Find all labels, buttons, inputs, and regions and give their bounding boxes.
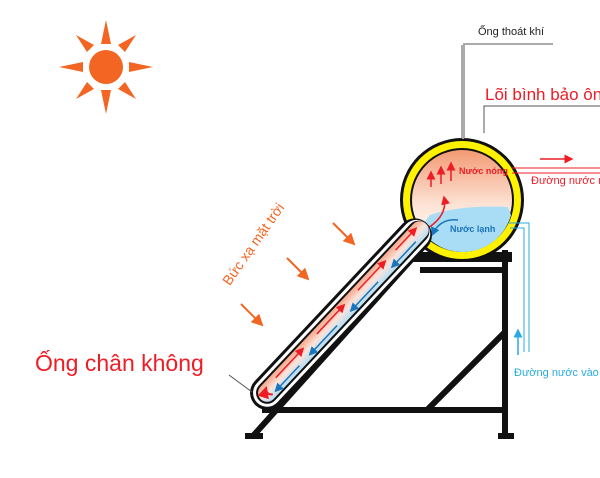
hot-flow-arrow (427, 195, 451, 229)
stand-foot-left (245, 433, 263, 439)
vacuum-tube-leader (228, 374, 253, 393)
vent-pipe-label: Ống thoát khí (478, 26, 545, 38)
hot-rise-arrows (426, 161, 456, 187)
outlet-label: Đường nước ra (531, 175, 600, 187)
vent-pipe (461, 43, 553, 139)
inlet-pipe (509, 222, 530, 352)
cold-water-label: Nước lạnh (450, 224, 496, 234)
storage-tank (400, 138, 524, 262)
radiation-arrows (240, 222, 356, 327)
cold-flow-arrow (431, 219, 459, 237)
vacuum-tube (250, 218, 432, 410)
tank-core-label: Lõi bình bảo ôn (485, 85, 600, 104)
hot-water-label: Nước nóng (459, 166, 508, 176)
stand-foot-right (498, 433, 514, 439)
inlet-label: Đường nước vào (514, 367, 599, 379)
vacuum-tube-label: Ống chân không (35, 350, 204, 376)
outlet-pipe (512, 167, 600, 174)
tank-core-leader (483, 105, 600, 133)
sun-icon (59, 20, 153, 114)
